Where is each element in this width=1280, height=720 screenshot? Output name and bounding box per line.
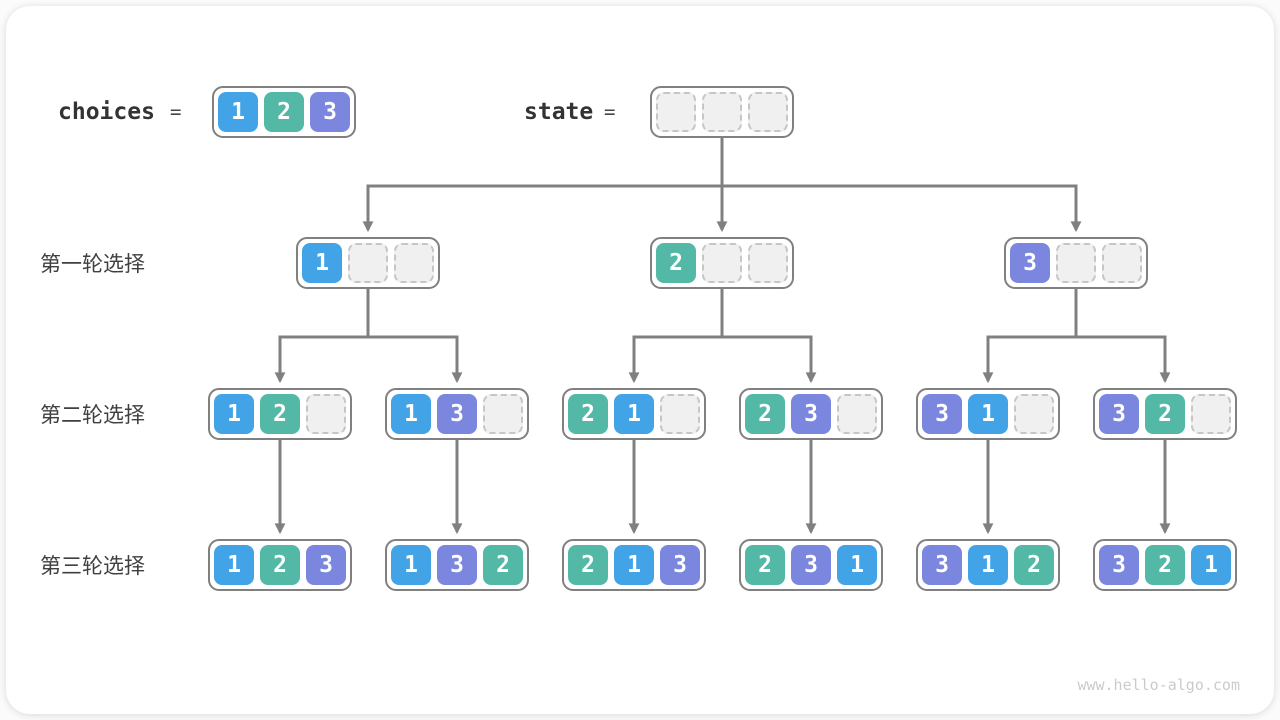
value-cell: 1 [214, 545, 254, 585]
empty-cell [306, 394, 346, 434]
value-cell: 3 [791, 394, 831, 434]
value-cell: 2 [483, 545, 523, 585]
value-cell: 2 [656, 243, 696, 283]
perm-node: 3 [1004, 237, 1148, 289]
empty-cell [660, 394, 700, 434]
watermark: www.hello-algo.com [1077, 676, 1240, 694]
state-box [650, 86, 794, 138]
value-cell: 1 [218, 92, 258, 132]
value-cell: 1 [302, 243, 342, 283]
value-cell: 2 [745, 394, 785, 434]
value-cell: 2 [1014, 545, 1054, 585]
value-cell: 2 [745, 545, 785, 585]
empty-cell [1102, 243, 1142, 283]
value-cell: 2 [1145, 545, 1185, 585]
empty-cell [394, 243, 434, 283]
value-cell: 1 [614, 394, 654, 434]
row-label-round-2: 第二轮选择 [40, 404, 145, 427]
value-cell: 1 [968, 545, 1008, 585]
row-label-round-3: 第三轮选择 [40, 555, 145, 578]
value-cell: 1 [837, 545, 877, 585]
empty-cell [837, 394, 877, 434]
value-cell: 3 [1099, 545, 1139, 585]
value-cell: 3 [791, 545, 831, 585]
value-cell: 2 [260, 545, 300, 585]
empty-cell [1056, 243, 1096, 283]
empty-cell [1191, 394, 1231, 434]
perm-node: 1 [296, 237, 440, 289]
empty-cell [702, 243, 742, 283]
state-label: state [524, 99, 594, 125]
value-cell: 1 [968, 394, 1008, 434]
value-cell: 3 [437, 545, 477, 585]
empty-cell [348, 243, 388, 283]
row-label-round-1: 第一轮选择 [40, 253, 145, 276]
edge-group [274, 138, 1171, 535]
value-cell: 1 [614, 545, 654, 585]
value-cell: 2 [568, 545, 608, 585]
state-equals-sign: = [604, 101, 616, 123]
perm-node: 2 [650, 237, 794, 289]
value-cell: 3 [922, 545, 962, 585]
value-cell: 1 [391, 394, 431, 434]
value-cell: 1 [391, 545, 431, 585]
empty-cell [748, 92, 788, 132]
empty-cell [483, 394, 523, 434]
value-cell: 3 [660, 545, 700, 585]
choices-label: choices [58, 99, 155, 125]
value-cell: 3 [437, 394, 477, 434]
choices-equals-sign: = [170, 101, 182, 123]
empty-cell [1014, 394, 1054, 434]
value-cell: 3 [1099, 394, 1139, 434]
value-cell: 2 [264, 92, 304, 132]
value-cell: 2 [260, 394, 300, 434]
value-cell: 1 [1191, 545, 1231, 585]
empty-cell [702, 92, 742, 132]
value-cell: 3 [310, 92, 350, 132]
empty-cell [748, 243, 788, 283]
value-cell: 3 [1010, 243, 1050, 283]
empty-cell [656, 92, 696, 132]
value-cell: 1 [214, 394, 254, 434]
value-cell: 2 [1145, 394, 1185, 434]
value-cell: 2 [568, 394, 608, 434]
value-cell: 3 [922, 394, 962, 434]
value-cell: 3 [306, 545, 346, 585]
